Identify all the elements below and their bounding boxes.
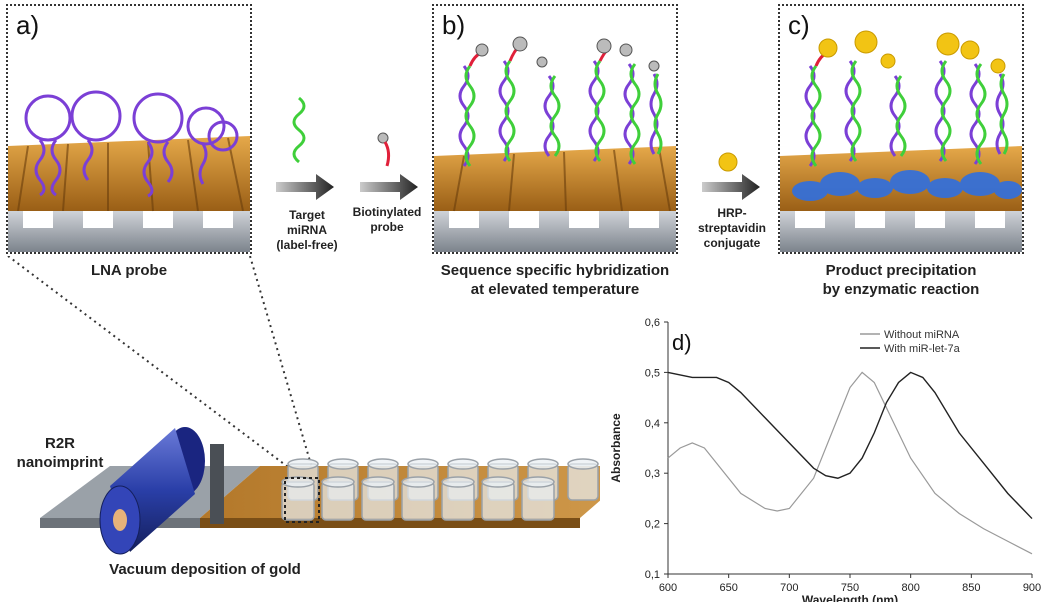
panel-a-letter: a)	[16, 10, 40, 40]
series-line-1	[667, 371, 1033, 520]
x-tick-label: 800	[901, 582, 919, 594]
y-tick-label: 0,3	[645, 468, 660, 480]
panel-c-illustration	[780, 30, 1022, 252]
hrp-conjugate-label: HRP- streptavidin conjugate	[697, 206, 766, 250]
y-tick-label: 0,1	[645, 569, 660, 581]
roller-icon	[99, 427, 205, 555]
biotinylated-probe-label: Biotinylated probe	[352, 205, 422, 234]
panel-c-caption: Product precipitation by enzymatic react…	[822, 262, 980, 298]
r2r-nanoimprint-label: R2R nanoimprint	[16, 435, 104, 471]
y-tick-label: 0,4	[645, 418, 660, 430]
panel-b-letter: b)	[442, 10, 466, 40]
x-tick-label: 650	[719, 582, 737, 594]
y-axis-label: Absorbance	[609, 413, 623, 483]
hrp-bead-icon	[718, 152, 738, 172]
panel-a: a)	[6, 4, 252, 254]
legend-label-0: Without miRNA	[884, 329, 960, 341]
series-line-0	[667, 371, 1033, 555]
panel-b-illustration	[434, 36, 676, 252]
y-tick-label: 0,5	[645, 367, 660, 379]
arrow-right-icon	[276, 174, 334, 200]
panel-b-caption: Sequence specific hybridization at eleva…	[440, 262, 670, 298]
x-axis-label: Wavelength (nm)	[802, 593, 898, 602]
panel-a-caption: LNA probe	[90, 262, 168, 279]
legend-label-1: With miR-let-7a	[884, 343, 961, 355]
biotinylated-probe-icon	[377, 132, 391, 167]
absorbance-chart: 600 650 700 750 800 850 900 0,1 0,2 0,3 0,4 0,5 0,6W…	[609, 317, 1041, 607]
target-mirna-icon	[292, 96, 306, 164]
y-tick-label: 0,2	[645, 519, 660, 531]
fabrication-illustration	[7, 256, 600, 555]
x-tick-label: 700	[780, 582, 798, 594]
x-tick-label: 850	[962, 582, 980, 594]
panel-c: c)	[778, 4, 1024, 254]
vacuum-deposition-label: Vacuum deposition of gold	[109, 561, 301, 578]
x-tick-label: 900	[1023, 582, 1041, 594]
target-mirna-label: Target miRNA (label-free)	[276, 208, 338, 252]
panel-c-letter: c)	[788, 10, 810, 40]
arrow-right-icon	[360, 174, 418, 200]
x-tick-label: 600	[659, 582, 677, 594]
panel-d-letter: d)	[672, 330, 692, 355]
x-tick-label: 750	[841, 582, 859, 594]
well-cup-row-front	[281, 476, 555, 521]
panel-a-illustration	[8, 90, 250, 252]
panel-b: b)	[432, 4, 678, 254]
arrow-right-icon	[702, 174, 760, 200]
y-tick-label: 0,6	[645, 317, 660, 329]
